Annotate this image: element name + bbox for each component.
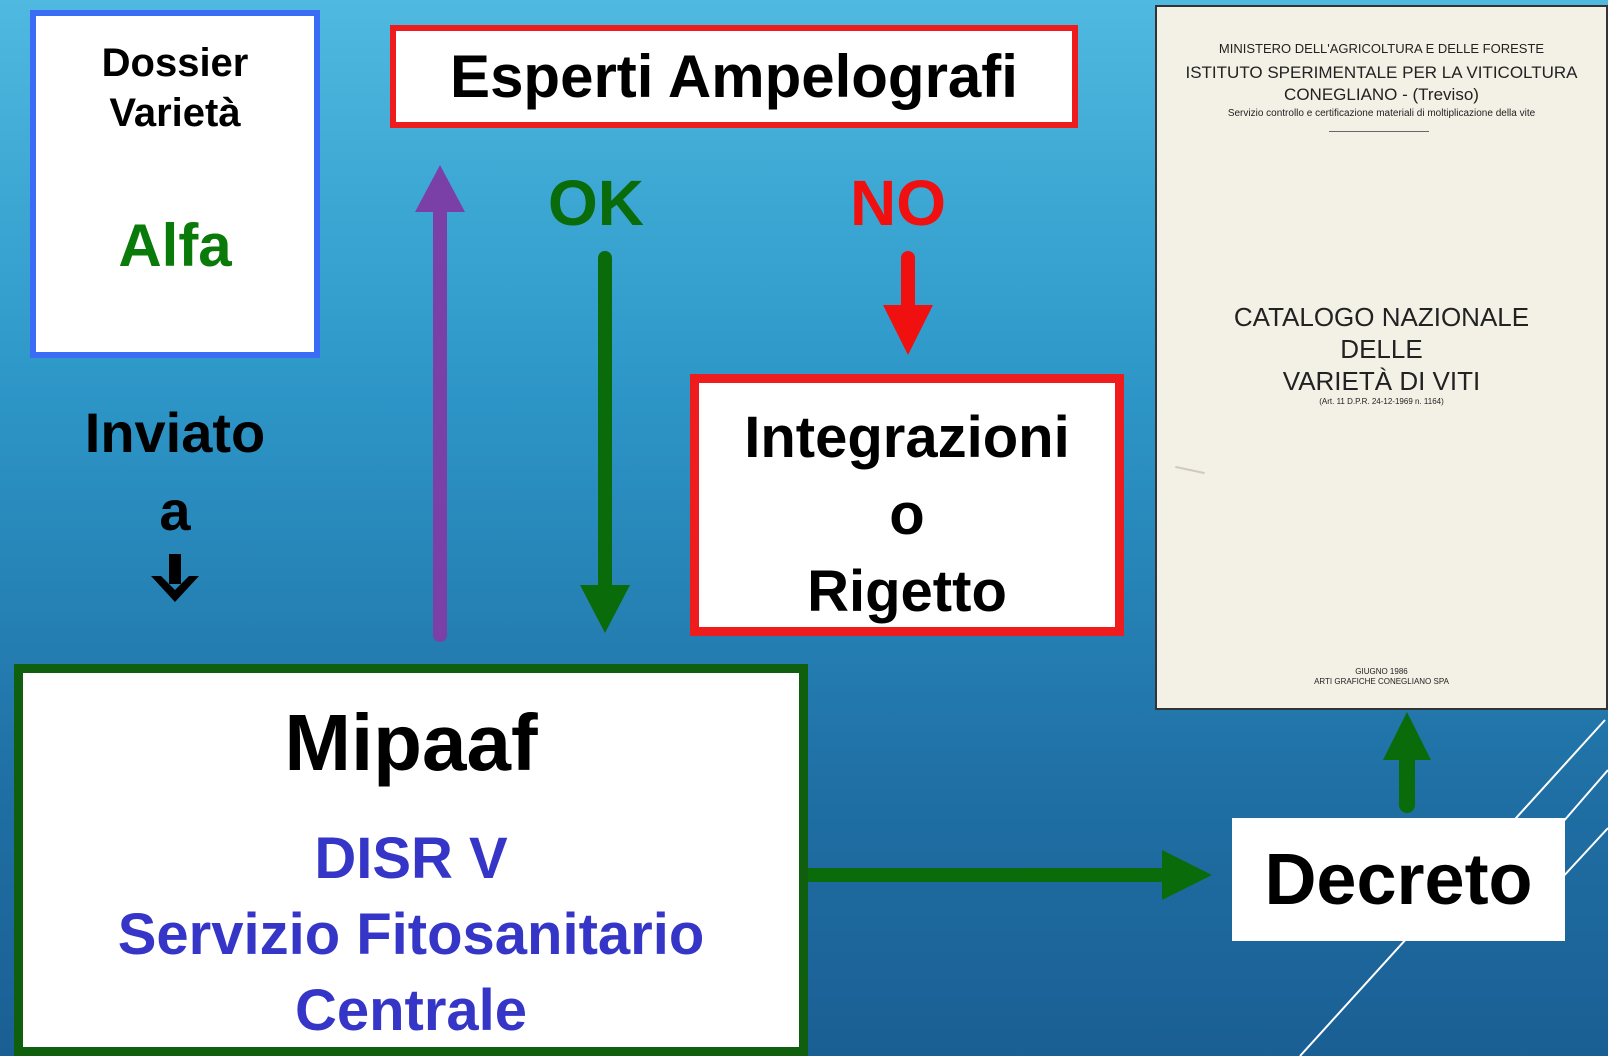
no-label: NO	[850, 167, 946, 239]
cover-ministry: MINISTERO DELL'AGRICOLTURA E DELLE FORES…	[1218, 41, 1545, 56]
green-up-arrow	[1383, 712, 1431, 813]
cover-service: Servizio controllo e certificazione mate…	[1227, 108, 1536, 119]
cover-title-line2: DELLE	[1340, 334, 1423, 364]
experts-box: Esperti Ampelografi	[390, 25, 1078, 128]
cover-date: GIUGNO 1986	[1355, 667, 1408, 676]
purple-up-arrow	[415, 165, 465, 642]
sent-to-line1: Inviato	[84, 401, 266, 464]
ok-label: OK	[548, 167, 644, 239]
cover-divider	[1329, 131, 1429, 132]
dossier-line1: Dossier	[101, 41, 249, 85]
cover-location: CONEGLIANO - (Treviso)	[1284, 85, 1479, 104]
ministry-department: DISR V Servizio Fitosanitario Centrale	[23, 821, 799, 1049]
cover-smudge	[1175, 465, 1205, 475]
ministry-service-line1: Servizio Fitosanitario	[117, 902, 705, 967]
sent-to-label: Inviato a	[40, 394, 310, 607]
cover-article: (Art. 11 D.P.R. 24-12-1969 n. 1164)	[1319, 397, 1444, 406]
cover-printer: ARTI GRAFICHE CONEGLIANO SPA	[1314, 677, 1449, 686]
dossier-heading: Dossier Varietà	[36, 38, 314, 138]
ministry-dept: DISR V	[314, 826, 508, 891]
cover-title-line1: CATALOGO NAZIONALE	[1233, 302, 1530, 332]
integration-or-rejection-box: Integrazioni o Rigetto	[690, 374, 1124, 636]
decree-box: Decreto	[1232, 818, 1565, 941]
cover-title-line3: VARIETÀ DI VITI	[1282, 366, 1481, 396]
green-right-arrow	[793, 850, 1212, 900]
catalog-cover-image: MINISTERO DELL'AGRICOLTURA E DELLE FORES…	[1155, 5, 1608, 710]
ministry-service-line2: Centrale	[294, 978, 528, 1043]
integration-line3: Rigetto	[807, 559, 1007, 624]
cover-institute: ISTITUTO SPERIMENTALE PER LA VITICOLTURA	[1185, 63, 1578, 82]
red-down-arrow	[883, 251, 933, 355]
variety-name: Alfa	[118, 212, 232, 279]
cover-title: CATALOGO NAZIONALE DELLE VARIETÀ DI VITI	[1157, 301, 1606, 397]
dossier-box: Dossier Varietà Alfa	[30, 10, 320, 358]
integration-line2: o	[889, 482, 925, 547]
sent-to-line2: a	[159, 479, 191, 542]
heavy-down-arrow-icon	[40, 550, 310, 607]
ministry-name: Mipaaf	[284, 698, 538, 787]
green-down-arrow	[580, 251, 630, 633]
ministry-box: Mipaaf DISR V Servizio Fitosanitario Cen…	[14, 664, 808, 1056]
dossier-line2: Varietà	[109, 91, 241, 135]
integration-line1: Integrazioni	[744, 405, 1070, 470]
